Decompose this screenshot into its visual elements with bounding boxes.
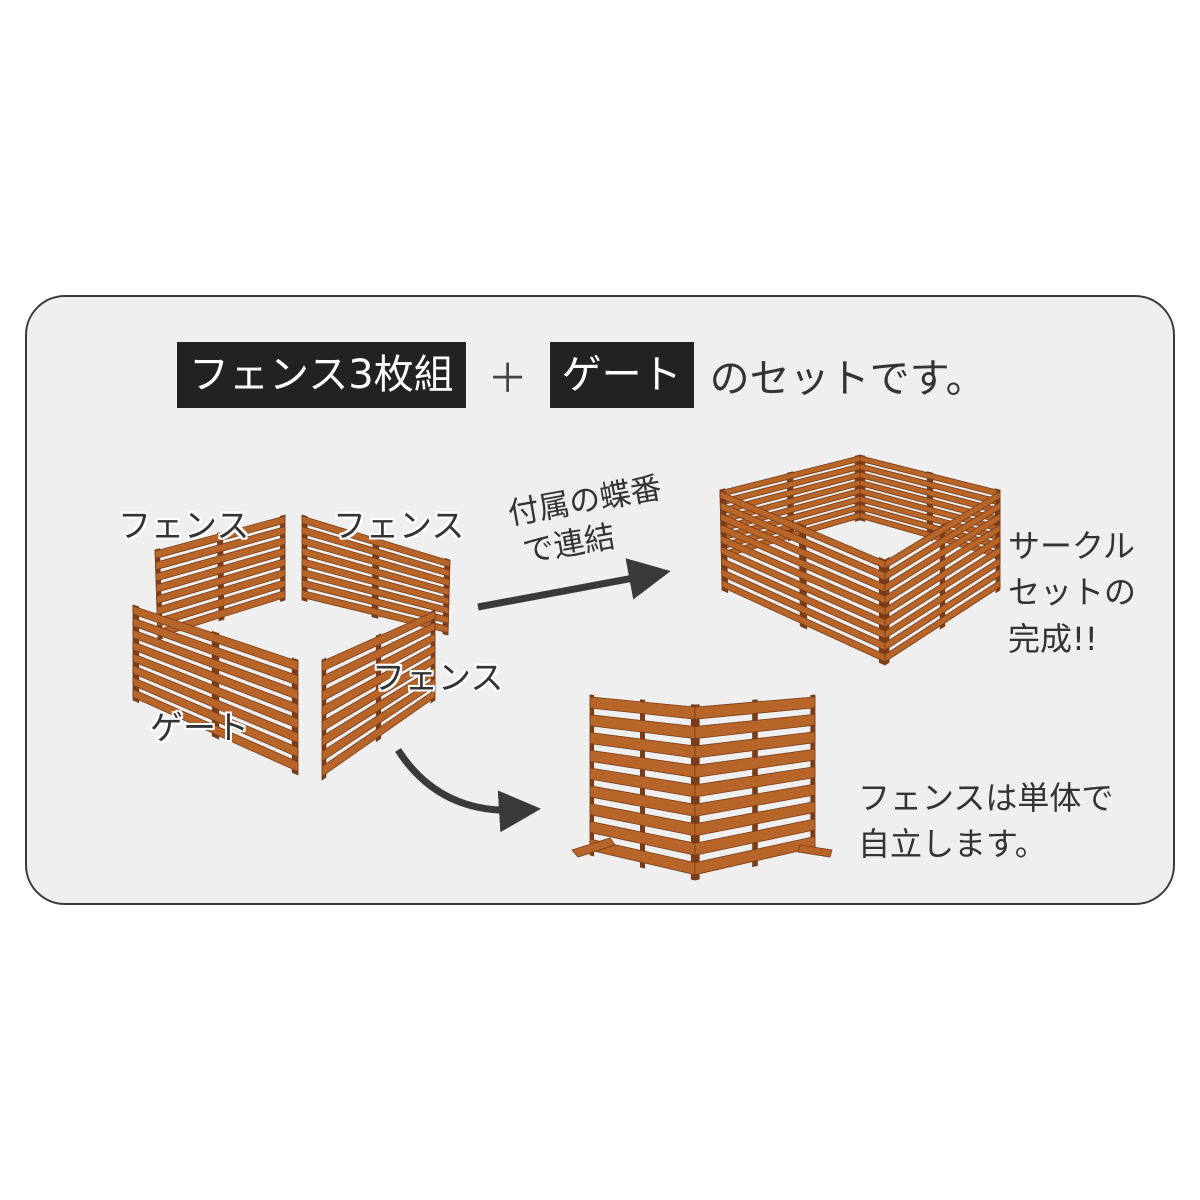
standalone-right-slat (694, 783, 816, 817)
heading-fence-set: フェンス3枚組 (177, 342, 466, 408)
circle-front-right-slat (884, 579, 1001, 663)
circle-note: サークル セットの 完成!! (1008, 523, 1136, 662)
standalone-right-slat (694, 801, 816, 837)
fence-front-right-slat (321, 644, 436, 718)
gate-panel-slat (132, 605, 299, 672)
standalone-right-slat (694, 731, 816, 759)
gate-panel-slat (132, 676, 299, 758)
fence-back-left-slat (156, 568, 286, 616)
standalone-right-slat (694, 766, 816, 798)
circle-front-right-slat (884, 501, 1001, 581)
heading-plus: ＋ (487, 356, 528, 402)
fence-front-right-slat (321, 621, 436, 688)
circle-front-right-slat (884, 534, 1001, 616)
fence-back-left-slat (155, 547, 286, 593)
fence-back-right-slat (301, 515, 451, 568)
gate-panel-slat (132, 653, 299, 730)
fence-back-right-slat (301, 536, 450, 587)
fence-back-left-slat (156, 557, 286, 605)
circle-front-right-slat (884, 512, 1001, 593)
standalone-arrow (395, 748, 541, 833)
fence-back-left-slat (155, 536, 286, 582)
circle-front-right-slat (884, 546, 1001, 628)
circle-note-line1: サークル (1008, 527, 1136, 565)
standalone-note-line2: 自立します。 (858, 825, 1047, 864)
standalone-foot (571, 837, 616, 858)
circle-front-right-slat (884, 557, 1001, 640)
standalone-right-slat (694, 818, 816, 856)
heading-suffix: のセットです。 (709, 356, 986, 402)
standalone-right-slat (694, 748, 816, 778)
circle-note-line2: セットの (1008, 573, 1137, 612)
circle-front-right-slat (884, 568, 1001, 651)
standalone-right-slat (694, 696, 816, 720)
label-fence-back-left: フェンス (118, 506, 250, 545)
standalone-note-line1: フェンスは単体で (858, 779, 1114, 817)
gate-panel-slat (132, 688, 299, 773)
gate-panel-slat (132, 664, 299, 744)
standalone-right-slat (694, 713, 816, 740)
heading: フェンス3枚組 ＋ ゲート のセットです。 (177, 342, 986, 408)
label-gate: ゲート (150, 708, 249, 747)
circle-note-line3: 完成!! (1008, 619, 1098, 658)
standalone-foot (797, 844, 833, 858)
connect-arrow (477, 558, 671, 611)
fence-back-right-slat (301, 568, 450, 615)
fence-front-right-slat (321, 666, 436, 748)
fence-back-right-slat (301, 579, 449, 624)
circle-front-right-slat (884, 523, 1001, 605)
circle-front-right-slat (884, 490, 1001, 570)
label-fence-front-right: フェンス (372, 658, 504, 697)
fence-front-right-slat (321, 610, 436, 673)
fence-front-right-slat (321, 689, 436, 778)
fence-back-right-slat (301, 547, 450, 596)
fence-back-right-slat (301, 526, 451, 578)
fence-front-right-slat (321, 655, 436, 733)
label-fence-back-right: フェンス (333, 506, 465, 545)
fence-back-left-slat (154, 515, 286, 560)
fence-back-left-slat (156, 579, 286, 627)
fence-front-right-slat (321, 632, 436, 703)
heading-gate: ゲート (549, 342, 694, 408)
fence-front-right-slat (321, 677, 436, 763)
fence-back-right-slat (301, 557, 450, 606)
fence-back-left-slat (155, 526, 286, 571)
gate-panel-slat (132, 641, 299, 715)
standalone-note: フェンスは単体で 自立します。 (858, 775, 1113, 868)
gate-panel-slat (132, 629, 299, 701)
gate-panel-slat (132, 617, 299, 686)
